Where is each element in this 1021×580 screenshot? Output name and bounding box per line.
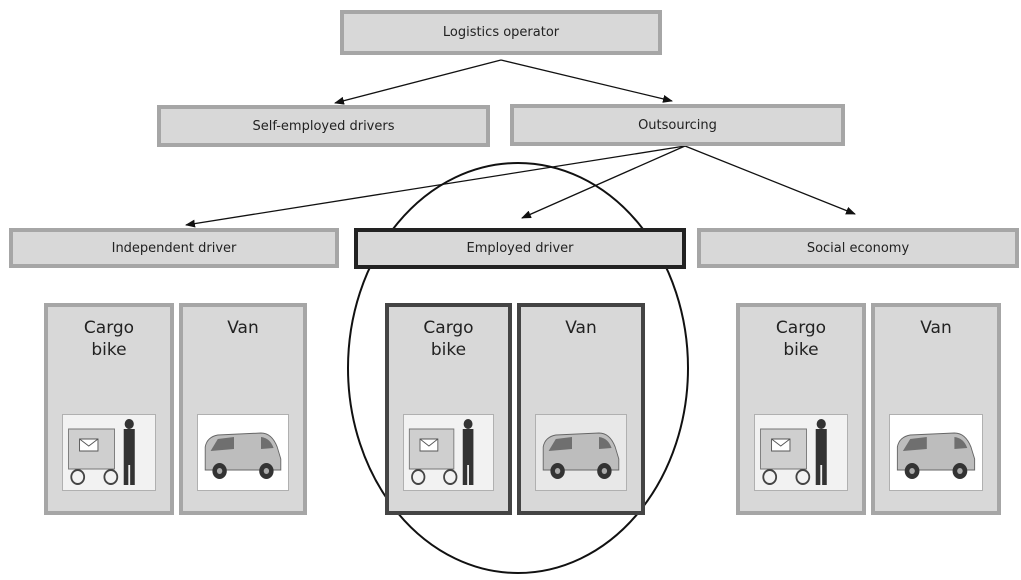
card-label-cargo-bike: Cargo bike bbox=[775, 318, 827, 360]
node-employed-driver: Employed driver bbox=[354, 228, 686, 269]
card-label-cargo-bike: Cargo bike bbox=[423, 318, 474, 360]
van-photo-icon bbox=[535, 414, 627, 491]
arrow-outsourcing-to-employed bbox=[521, 145, 686, 219]
card-social-cargo-bike: Cargo bike bbox=[736, 303, 866, 515]
arrow-outsourcing-to-social bbox=[684, 145, 856, 215]
card-independent-van: Van bbox=[179, 303, 307, 515]
node-logistics-operator: Logistics operator bbox=[340, 10, 662, 55]
card-label-van: Van bbox=[920, 318, 952, 338]
van-photo-icon bbox=[197, 414, 289, 491]
arrow-root-to-outsourcing bbox=[500, 59, 673, 103]
node-independent-driver: Independent driver bbox=[9, 228, 339, 268]
node-self-employed-drivers: Self-employed drivers bbox=[157, 105, 490, 147]
cargo-bike-photo-icon bbox=[403, 414, 494, 491]
node-social-economy: Social economy bbox=[697, 228, 1019, 268]
card-label-van: Van bbox=[565, 318, 597, 338]
card-label-cargo-bike: Cargo bike bbox=[83, 318, 135, 360]
cargo-bike-photo-icon bbox=[754, 414, 848, 491]
card-label-van: Van bbox=[227, 318, 259, 338]
arrow-outsourcing-to-independent bbox=[185, 145, 686, 228]
card-employed-van: Van bbox=[517, 303, 645, 515]
van-photo-icon bbox=[889, 414, 983, 491]
card-employed-cargo-bike: Cargo bike bbox=[385, 303, 512, 515]
cargo-bike-photo-icon bbox=[62, 414, 156, 491]
arrow-root-to-self-employed bbox=[334, 59, 502, 105]
card-social-van: Van bbox=[871, 303, 1001, 515]
card-independent-cargo-bike: Cargo bike bbox=[44, 303, 174, 515]
node-outsourcing: Outsourcing bbox=[510, 104, 845, 146]
employed-driver-highlight-ellipse bbox=[347, 162, 689, 574]
